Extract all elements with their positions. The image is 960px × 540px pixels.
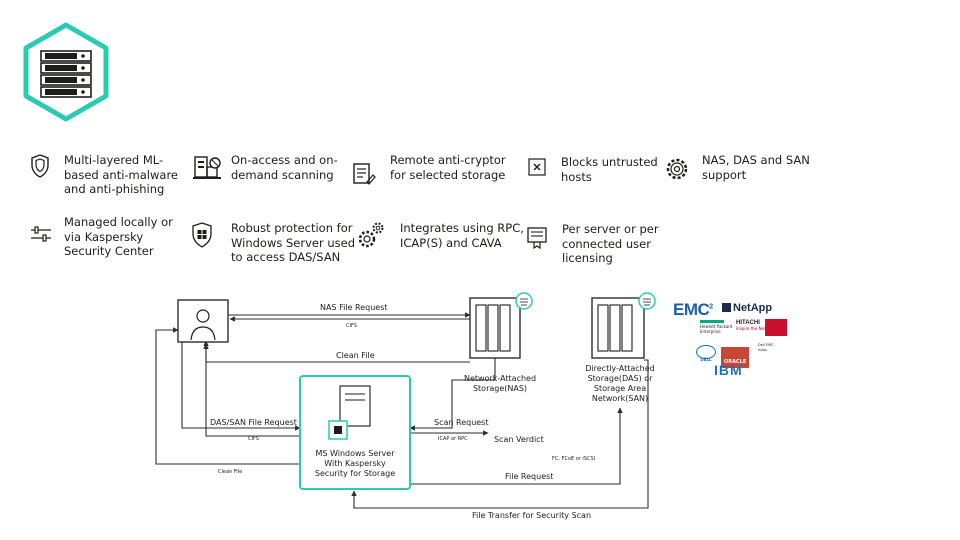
cifs-top-label: CIFS	[346, 323, 357, 329]
server-icon	[339, 385, 371, 427]
netapp-icon	[722, 303, 731, 312]
das-san-file-request-label: DAS/SAN File Request	[210, 418, 297, 427]
cifs-bottom-label: CIFS	[248, 436, 259, 442]
shield-badge-icon	[638, 292, 656, 310]
das-san-storage-node	[591, 297, 645, 359]
scan-devices-icon	[193, 156, 221, 179]
das-san-label: Directly-Attached Storage(DAS) or Storag…	[585, 364, 655, 403]
gears-icon	[666, 158, 688, 180]
user-node	[177, 299, 229, 343]
nas-label: Network-Attached Storage(NAS)	[463, 374, 537, 393]
license-icon	[527, 227, 547, 250]
feature-text: On-access and on-demand scanning	[231, 153, 338, 182]
windows-shield-icon	[192, 222, 212, 248]
blocked-host-icon	[528, 158, 546, 176]
feature-text: Integrates using RPC, ICAP(S) and CAVA	[400, 221, 524, 250]
das-cifs-arrow	[203, 343, 300, 437]
sliders-icon	[31, 226, 51, 242]
clean-file-bottom-label: Clean File	[218, 469, 243, 475]
scan-request-label: Scan Request	[434, 418, 489, 427]
das-request-arrow	[181, 342, 301, 431]
nas-file-request-label: NAS File Request	[320, 303, 388, 312]
server-rack-icon	[40, 50, 92, 98]
shield-icon	[31, 154, 49, 178]
document-edit-icon	[353, 163, 376, 185]
feature-text: Multi-layered ML-based anti-malware and …	[64, 153, 179, 196]
dell-logo: DELL	[696, 345, 716, 362]
gear-icon	[358, 222, 384, 248]
feature-text: Per server or per connected user licensi…	[562, 222, 659, 265]
feature-text: Blocks untrusted hosts	[561, 155, 658, 184]
file-request-label: File Request	[505, 472, 554, 481]
server-label: MS Windows Server With Kaspersky Securit…	[314, 449, 396, 478]
emc-logo: EMC2	[673, 300, 713, 319]
ibm-logo: IBM	[714, 362, 743, 378]
red-vendor-logo	[765, 319, 787, 336]
clean-file-top-label: Clean File	[336, 351, 375, 360]
feature-text: NAS, DAS and SAN support	[702, 153, 810, 182]
user-icon	[190, 309, 216, 341]
file-transfer-arrow	[351, 359, 649, 509]
windows-server-node	[299, 375, 411, 490]
nas-storage-node	[469, 297, 521, 359]
hpe-logo: Hewlett Packard Enterprise	[700, 320, 734, 334]
oracle-logo: ORACLE	[721, 347, 750, 368]
protocols-label: FC, FCoE or iSCSI	[552, 456, 596, 462]
nas-scan-request-line	[409, 358, 496, 431]
shield-badge-icon	[515, 292, 533, 310]
scan-verdict-label: Scan Verdict	[494, 435, 544, 444]
feature-text: Robust protection for Windows Server use…	[231, 221, 356, 264]
nas-storage-icon	[475, 304, 511, 352]
netapp-logo: NetApp	[722, 302, 772, 314]
icap-rpc-label: ICAP or RPC	[438, 436, 468, 442]
file-request-arrow	[410, 407, 623, 485]
feature-text: Managed locally or via Kaspersky Securit…	[64, 215, 173, 258]
dell-emc-isilon-logo: Dell EMC Isilon	[758, 343, 774, 352]
file-transfer-label: File Transfer for Security Scan	[472, 511, 592, 520]
das-storage-icon	[597, 304, 633, 352]
product-hexagon-logo	[23, 22, 109, 122]
clean-file-bottom-arrow	[155, 327, 300, 465]
hitachi-logo: HITACHI Inspire the Next	[736, 320, 768, 331]
feature-text: Remote anti-cryptor for selected storage	[390, 153, 506, 182]
